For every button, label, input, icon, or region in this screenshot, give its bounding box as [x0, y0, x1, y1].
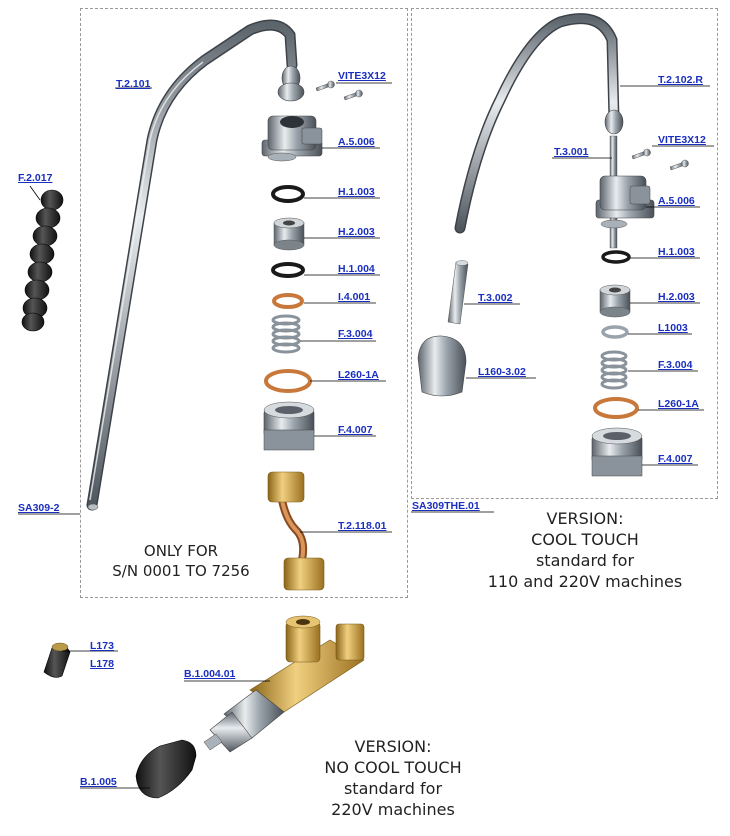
o-ring-h-1-004: [271, 262, 305, 278]
caption-cool-touch-line4: 110 and 220V machines: [487, 572, 683, 591]
label-h-2-003-left[interactable]: H.2.003: [338, 226, 375, 238]
caption-cool-touch: VERSION: COOL TOUCH standard for 110 and…: [462, 508, 708, 592]
caption-no-cool-touch-line4: 220V machines: [331, 800, 455, 819]
washer-l260-1a-left: [264, 369, 312, 393]
caption-no-cool-touch-line1: VERSION:: [354, 737, 432, 756]
label-l1003[interactable]: L1003: [658, 322, 688, 334]
label-a-5-006-right[interactable]: A.5.006: [658, 195, 695, 207]
label-l160-3-02[interactable]: L160-3.02: [478, 366, 526, 378]
nut-f-4-007-left: [263, 401, 315, 451]
tip-l160-3-02: [417, 335, 467, 397]
caption-only-for-line1: ONLY FOR: [143, 542, 219, 560]
label-l178[interactable]: L178: [90, 658, 114, 670]
handle-b-1-005: [135, 739, 197, 799]
label-t-3-002[interactable]: T.3.002: [478, 292, 513, 304]
label-h-1-003-right[interactable]: H.1.003: [658, 246, 695, 258]
screws-vite-right: [631, 148, 689, 171]
label-f-3-004-right[interactable]: F.3.004: [658, 359, 693, 371]
pipe-t-2-118-01: [267, 471, 325, 591]
tube-t-3-002: [447, 260, 469, 325]
label-vite3x12-left[interactable]: VITE3X12: [338, 70, 386, 82]
label-i-4-001[interactable]: I.4.001: [338, 291, 371, 303]
knob-l173: [43, 642, 71, 678]
left-assembly-box: [80, 8, 408, 598]
o-ring-h-1-003-left: [271, 185, 305, 203]
screws-vite-left: [315, 80, 363, 101]
label-h-1-003-left[interactable]: H.1.003: [338, 186, 375, 198]
caption-cool-touch-line2: COOL TOUCH: [531, 530, 639, 549]
label-t-3-001[interactable]: T.3.001: [554, 146, 589, 158]
label-l260-1a-left[interactable]: L260-1A: [338, 369, 379, 381]
bushing-h-2-003-right: [599, 284, 631, 318]
washer-i-4-001: [272, 293, 304, 309]
label-t-2-118-01[interactable]: T.2.118.01: [338, 520, 387, 532]
label-a-5-006-left[interactable]: A.5.006: [338, 136, 375, 148]
valve-b-1-004-01: [203, 615, 365, 753]
label-f-3-004-left[interactable]: F.3.004: [338, 328, 373, 340]
label-h-2-003-right[interactable]: H.2.003: [658, 291, 695, 303]
o-ring-h-1-003-right: [601, 250, 631, 264]
body-a-5-006-left: [261, 115, 323, 162]
label-b-1-004-01[interactable]: B.1.004.01: [184, 668, 236, 680]
label-vite3x12-right[interactable]: VITE3X12: [658, 134, 706, 146]
steam-wand-t-2-101: [86, 19, 305, 511]
label-sa309-2[interactable]: SA309-2: [18, 502, 60, 514]
label-t-2-102-r[interactable]: T.2.102.R: [658, 74, 703, 86]
spring-f-3-004-left: [271, 314, 301, 354]
caption-cool-touch-line1: VERSION:: [546, 509, 624, 528]
spring-f-3-004-right: [600, 350, 628, 390]
label-f-4-007-left[interactable]: F.4.007: [338, 424, 373, 436]
label-t-2-101[interactable]: T.2.101: [116, 78, 151, 90]
caption-only-for-line2: S/N 0001 TO 7256: [112, 562, 250, 580]
label-b-1-005[interactable]: B.1.005: [80, 776, 117, 788]
label-f-2-017[interactable]: F.2.017: [18, 172, 53, 184]
caption-only-for-serial: ONLY FOR S/N 0001 TO 7256: [96, 541, 266, 581]
label-f-4-007-right[interactable]: F.4.007: [658, 453, 693, 465]
caption-no-cool-touch-line2: NO COOL TOUCH: [324, 758, 462, 777]
right-assembly-box: [411, 8, 718, 499]
caption-no-cool-touch-line3: standard for: [343, 779, 443, 798]
washer-l260-1a-right: [593, 397, 639, 419]
washer-l1003: [601, 325, 629, 339]
caption-cool-touch-line3: standard for: [535, 551, 635, 570]
rubber-grip-f-2-017: [21, 189, 64, 332]
caption-no-cool-touch: VERSION: NO COOL TOUCH standard for 220V…: [296, 736, 490, 820]
nut-f-4-007-right: [591, 427, 643, 477]
label-sa309the-01[interactable]: SA309THE.01: [412, 500, 480, 512]
label-l260-1a-right[interactable]: L260-1A: [658, 398, 699, 410]
label-l173[interactable]: L173: [90, 640, 114, 652]
body-a-5-006-right: [595, 175, 655, 229]
label-h-1-004[interactable]: H.1.004: [338, 263, 375, 275]
bushing-h-2-003-left: [273, 217, 305, 251]
